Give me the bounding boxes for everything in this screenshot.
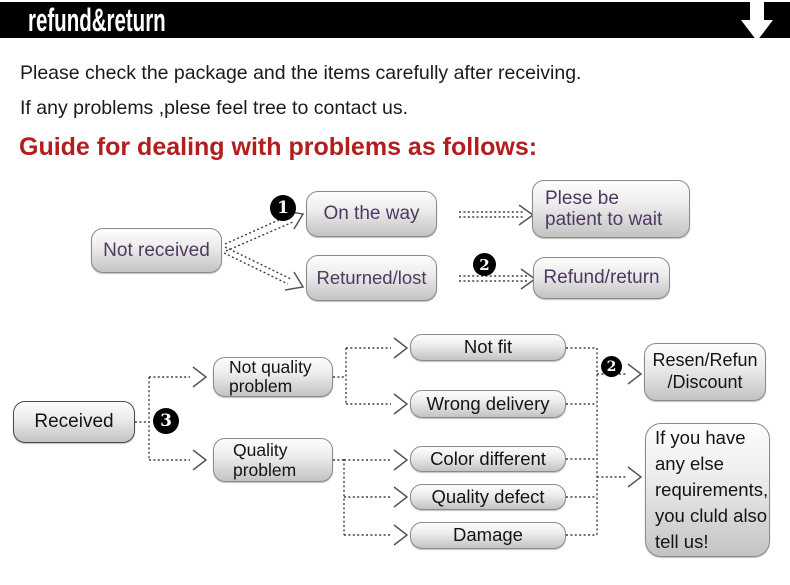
- node-if-you-have: If you have any else requirements, you c…: [645, 423, 770, 557]
- badge-1: 1: [270, 195, 296, 221]
- node-returned-lost: Returned/lost: [306, 255, 437, 301]
- node-plese-be-patient: Plese be patient to wait: [532, 180, 690, 238]
- node-damage: Damage: [410, 522, 566, 549]
- banner: refund&return: [0, 2, 790, 38]
- node-not-quality-problem: Not quality problem: [213, 357, 333, 397]
- intro-line-2: If any problems ,plese feel tree to cont…: [20, 97, 409, 119]
- intro-line-1: Please check the package and the items c…: [20, 62, 582, 84]
- node-received: Received: [13, 401, 135, 443]
- node-color-different: Color different: [410, 446, 566, 472]
- banner-title: refund&return: [28, 1, 166, 38]
- node-not-received: Not received: [91, 228, 222, 273]
- node-resen-refun-discount: Resen/Refun /Discount: [644, 343, 766, 401]
- badge-2-first: 2: [473, 253, 496, 276]
- node-refund-return: Refund/return: [533, 257, 670, 299]
- down-arrow-icon: [741, 0, 773, 41]
- badge-2-second: 2: [601, 356, 622, 377]
- node-on-the-way: On the way: [306, 191, 437, 237]
- node-not-fit: Not fit: [410, 334, 566, 361]
- node-quality-defect: Quality defect: [410, 484, 566, 510]
- node-wrong-delivery: Wrong delivery: [410, 390, 566, 418]
- badge-3: 3: [153, 408, 179, 434]
- guide-heading: Guide for dealing with problems as follo…: [19, 133, 538, 161]
- node-quality-problem: Quality problem: [213, 438, 333, 482]
